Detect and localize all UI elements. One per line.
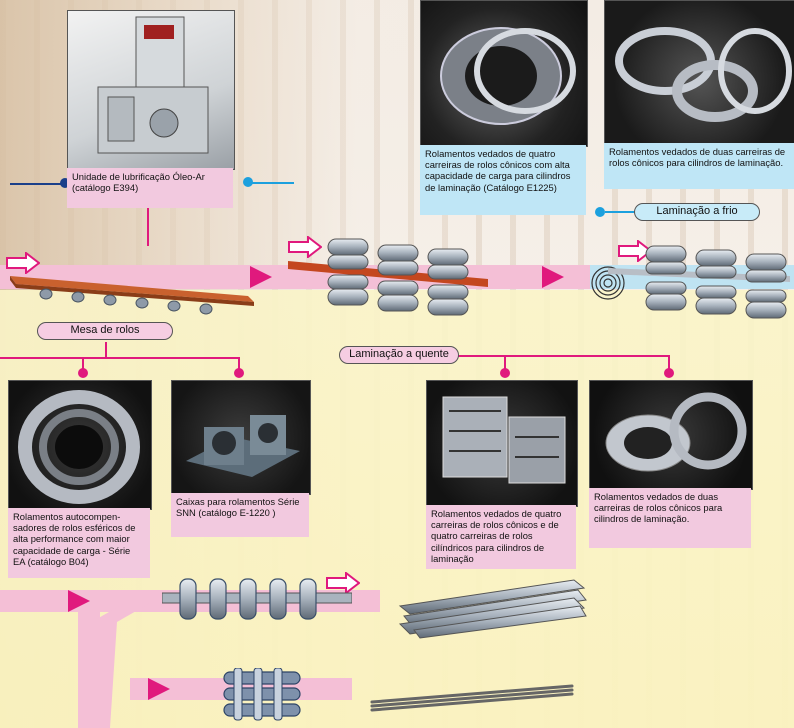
hot-rolling-mill-illustration <box>288 238 488 316</box>
feed-arrow-icon <box>326 572 360 594</box>
caption-two-row-sealed-top: Rolamentos vedados de duas carreiras de … <box>604 143 794 189</box>
two-row-bearing-photo-bottom <box>589 380 753 490</box>
caption-spherical-bearing: Rolamentos autocompen-sadores de rolos e… <box>8 508 150 578</box>
label-cold-rolling: Laminação a frio <box>634 203 760 221</box>
connector-dot <box>234 368 244 378</box>
caption-snn-housing: Caixas para rolamentos Série SNN (catálo… <box>171 493 309 537</box>
connector-line <box>0 357 240 359</box>
connector-line <box>238 357 240 369</box>
bearing-icon <box>440 27 576 125</box>
caption-oleo-ar: Unidade de lubrificação Óleo-Ar (catálog… <box>67 168 233 208</box>
housing-icon <box>186 415 300 477</box>
connector-line <box>105 342 107 358</box>
caption-four-row-sealed: Rolamentos vedados de quatro carreiras d… <box>420 145 586 215</box>
connector-dot <box>243 177 253 187</box>
connector-line <box>455 355 670 357</box>
flow-arrow-icon <box>542 266 564 288</box>
bar-mill-illustration <box>162 578 352 620</box>
flow-band-branch <box>95 600 155 728</box>
connector-line <box>504 355 506 369</box>
connector-line <box>82 357 84 369</box>
label-hot-rolling: Laminação a quente <box>339 346 459 364</box>
connector-line <box>668 355 670 369</box>
feed-arrow-icon <box>618 240 652 262</box>
bearing-icon <box>18 390 140 504</box>
feed-arrow-icon <box>6 252 40 274</box>
four-row-combo-photo <box>426 380 578 507</box>
steel-bars-illustration <box>398 579 587 639</box>
connector-line <box>147 208 149 246</box>
connector-dot <box>78 368 88 378</box>
roller-table-illustration <box>10 276 254 315</box>
feed-arrow-icon <box>288 236 322 258</box>
flow-band-vertical <box>78 605 100 728</box>
bearing-icon <box>442 396 566 484</box>
connector-line <box>250 182 294 184</box>
four-row-bearing-photo <box>420 0 588 147</box>
connector-line <box>10 183 62 185</box>
caption-four-row-combo: Rolamentos vedados de quatro carreiras d… <box>426 505 576 569</box>
connector-dot <box>664 368 674 378</box>
flow-arrow-icon <box>148 678 170 700</box>
two-row-bearing-photo-top <box>604 0 794 145</box>
cold-rolling-mill-illustration <box>591 245 790 319</box>
bearing-icon <box>615 27 792 122</box>
caption-two-row-sealed-bottom: Rolamentos vedados de duas carreiras de … <box>589 488 751 548</box>
wire-mill-illustration <box>223 668 301 721</box>
snn-housing-photo <box>171 380 311 495</box>
wire-rods-illustration <box>370 684 574 712</box>
oleo-ar-unit-photo <box>67 10 235 170</box>
lubrication-unit-icon <box>97 16 209 154</box>
label-roller-table: Mesa de rolos <box>37 322 173 340</box>
bearing-icon <box>605 392 747 472</box>
connector-dot <box>595 207 605 217</box>
connector-line <box>605 211 635 213</box>
connector-dot <box>60 178 70 188</box>
spherical-bearing-photo <box>8 380 152 510</box>
flow-arrow-icon <box>68 590 90 612</box>
connector-dot <box>500 368 510 378</box>
flow-arrow-icon <box>250 266 272 288</box>
